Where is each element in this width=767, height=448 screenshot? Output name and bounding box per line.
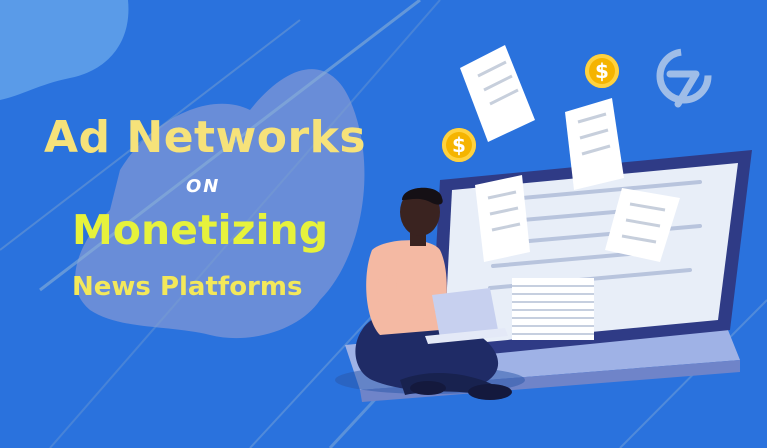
paper-stack [512,278,594,340]
document-icon [475,175,530,262]
document-icon [565,98,624,190]
coin-icon: $ [442,128,476,162]
logo-icon [656,48,712,108]
headline-ad-networks: Ad Networks [44,112,367,163]
blob-center [75,69,365,339]
coin-icon: $ [585,54,619,88]
person-illustration [335,187,525,400]
headline-connector: ON [186,176,221,197]
document-icon [460,45,535,142]
headline-news-platforms: News Platforms [72,272,303,302]
document-icon [605,188,680,262]
blob-top-left [0,0,129,100]
headline-monetizing: Monetizing [72,206,329,254]
laptop-icon [432,288,498,338]
